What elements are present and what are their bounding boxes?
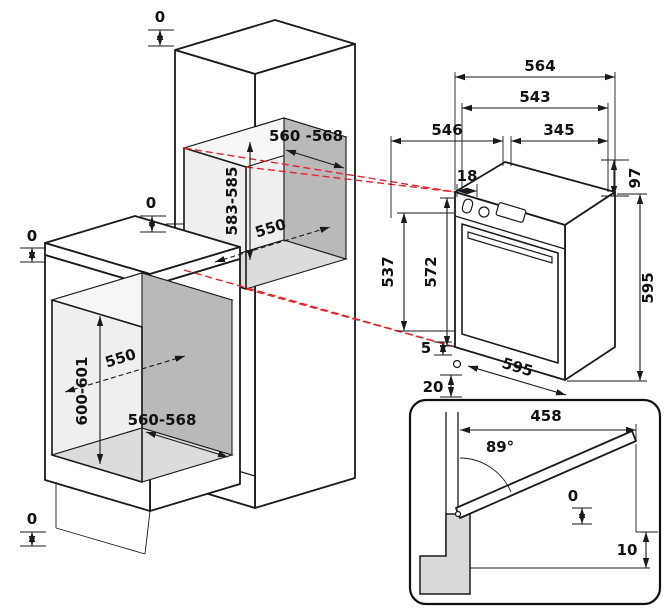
- dims-base-cabinet: 0 0 550 600-601 560-568: [20, 227, 229, 547]
- oven-front-face: [454, 191, 566, 381]
- inset-hinge-pin: [454, 510, 462, 518]
- base-cabinet-plinth: [55, 482, 151, 555]
- oven: [454, 161, 616, 381]
- dim-label-bottom-gap: 5: [421, 339, 431, 357]
- oven-knob-icon: [461, 198, 474, 214]
- dim-label-panel-height: 97: [626, 168, 644, 189]
- dim-arrow-tall-niche-width: [285, 149, 345, 169]
- dim-label-base-niche-height: 600-601: [73, 357, 91, 426]
- dim-label-open-angle: 89°: [486, 438, 514, 456]
- dim-arrow-front-width: [467, 365, 567, 396]
- dim-label-base-bottom-zero: 0: [27, 510, 37, 528]
- projection-line-top-right: [245, 166, 456, 193]
- dim-label-body-height: 537: [379, 256, 397, 287]
- dim-label-tall-top-zero: 0: [155, 8, 165, 26]
- projection-lines: [183, 147, 456, 348]
- dim-label-base-niche-width: 560-568: [128, 411, 197, 429]
- inset-angle-arc: [459, 457, 512, 493]
- dims-oven: 564 543 546 345 18 97 572 537 595 5 20 5…: [379, 57, 657, 398]
- door-detail-inset: 89° 458 0 10: [408, 398, 662, 606]
- dim-label-door-reach: 458: [530, 407, 561, 425]
- dim-label-top-rear: 345: [543, 121, 574, 139]
- oven-control-panel: [454, 198, 566, 250]
- oven-door-handle: [467, 231, 553, 264]
- dim-label-door-bottom-gap: 10: [617, 541, 638, 559]
- dim-label-front-lip: 18: [457, 167, 478, 185]
- dim-label-front-height: 572: [422, 256, 440, 287]
- dim-arrow-base-niche-depth: [64, 355, 186, 393]
- oven-door-outline: [461, 223, 559, 364]
- dim-extension-lines-top: [390, 72, 616, 218]
- base-cabinet: [44, 215, 241, 555]
- dim-label-base-top-zero: 0: [27, 227, 37, 245]
- dim-label-tall-niche-width: 560 -568: [269, 127, 343, 145]
- control-panel-lower-edge: [454, 215, 566, 250]
- dim-arrow-tall-niche-depth: [214, 226, 331, 263]
- dim-ticks-tall-top-zero: [148, 29, 174, 47]
- dim-ticks-base-bottom-zero: [20, 531, 46, 547]
- dim-label-tall-niche-height: 583-585: [223, 167, 241, 236]
- dim-label-depth-overall: 564: [524, 57, 555, 75]
- dim-label-depth-body: 543: [519, 88, 550, 106]
- oven-door: [461, 223, 559, 364]
- oven-display: [495, 202, 527, 223]
- base-niche-opening: [51, 299, 143, 483]
- dim-label-plinth-recess: 20: [423, 378, 444, 396]
- projection-line-top-left: [183, 147, 456, 193]
- inset-worktop-section: [419, 513, 471, 595]
- oven-dial-icon: [478, 206, 490, 218]
- oven-right-face: [564, 191, 616, 381]
- dim-ticks-base-top-zero: [20, 247, 46, 263]
- dim-label-tall-side-zero: 0: [146, 194, 156, 212]
- dim-label-overall-height: 595: [639, 272, 657, 303]
- projection-line-bottom-right: [245, 288, 456, 348]
- dim-arrow-base-niche-width: [145, 431, 229, 458]
- base-cabinet-niche: [50, 272, 234, 483]
- dim-label-door-top-gap: 0: [568, 487, 578, 505]
- reference-point-marker: [452, 359, 462, 369]
- dim-label-top-front: 546: [431, 121, 462, 139]
